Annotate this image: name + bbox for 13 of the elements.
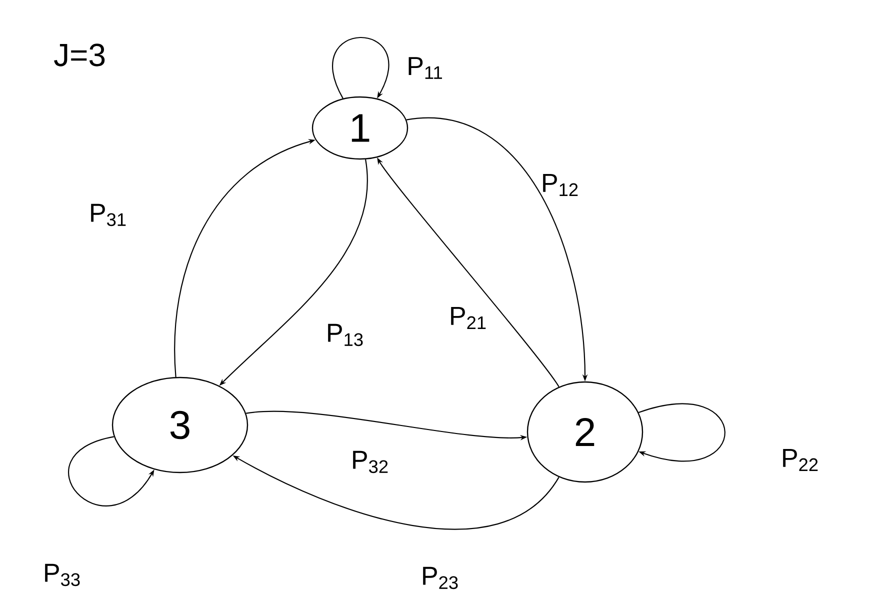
edge-label: P$_{12}$ xyxy=(543,174,578,196)
edge-label: P$_{22}$ xyxy=(783,448,818,471)
edge-label: P$_{32}$ xyxy=(353,450,388,474)
edge-label: P$_{11}$ xyxy=(408,57,442,79)
edge-label: P$_{23}$ xyxy=(423,566,458,590)
edge-label: P$_{13}$ xyxy=(328,324,363,346)
note-label: J=3 xyxy=(54,44,105,66)
arrow xyxy=(638,403,726,462)
arrow xyxy=(68,436,154,506)
edge-label: P$_{31}$ xyxy=(91,204,126,226)
arrow xyxy=(332,37,390,99)
edge-label: P$_{33}$ xyxy=(45,564,80,586)
edge-label: P$_{21}$ xyxy=(451,306,486,329)
